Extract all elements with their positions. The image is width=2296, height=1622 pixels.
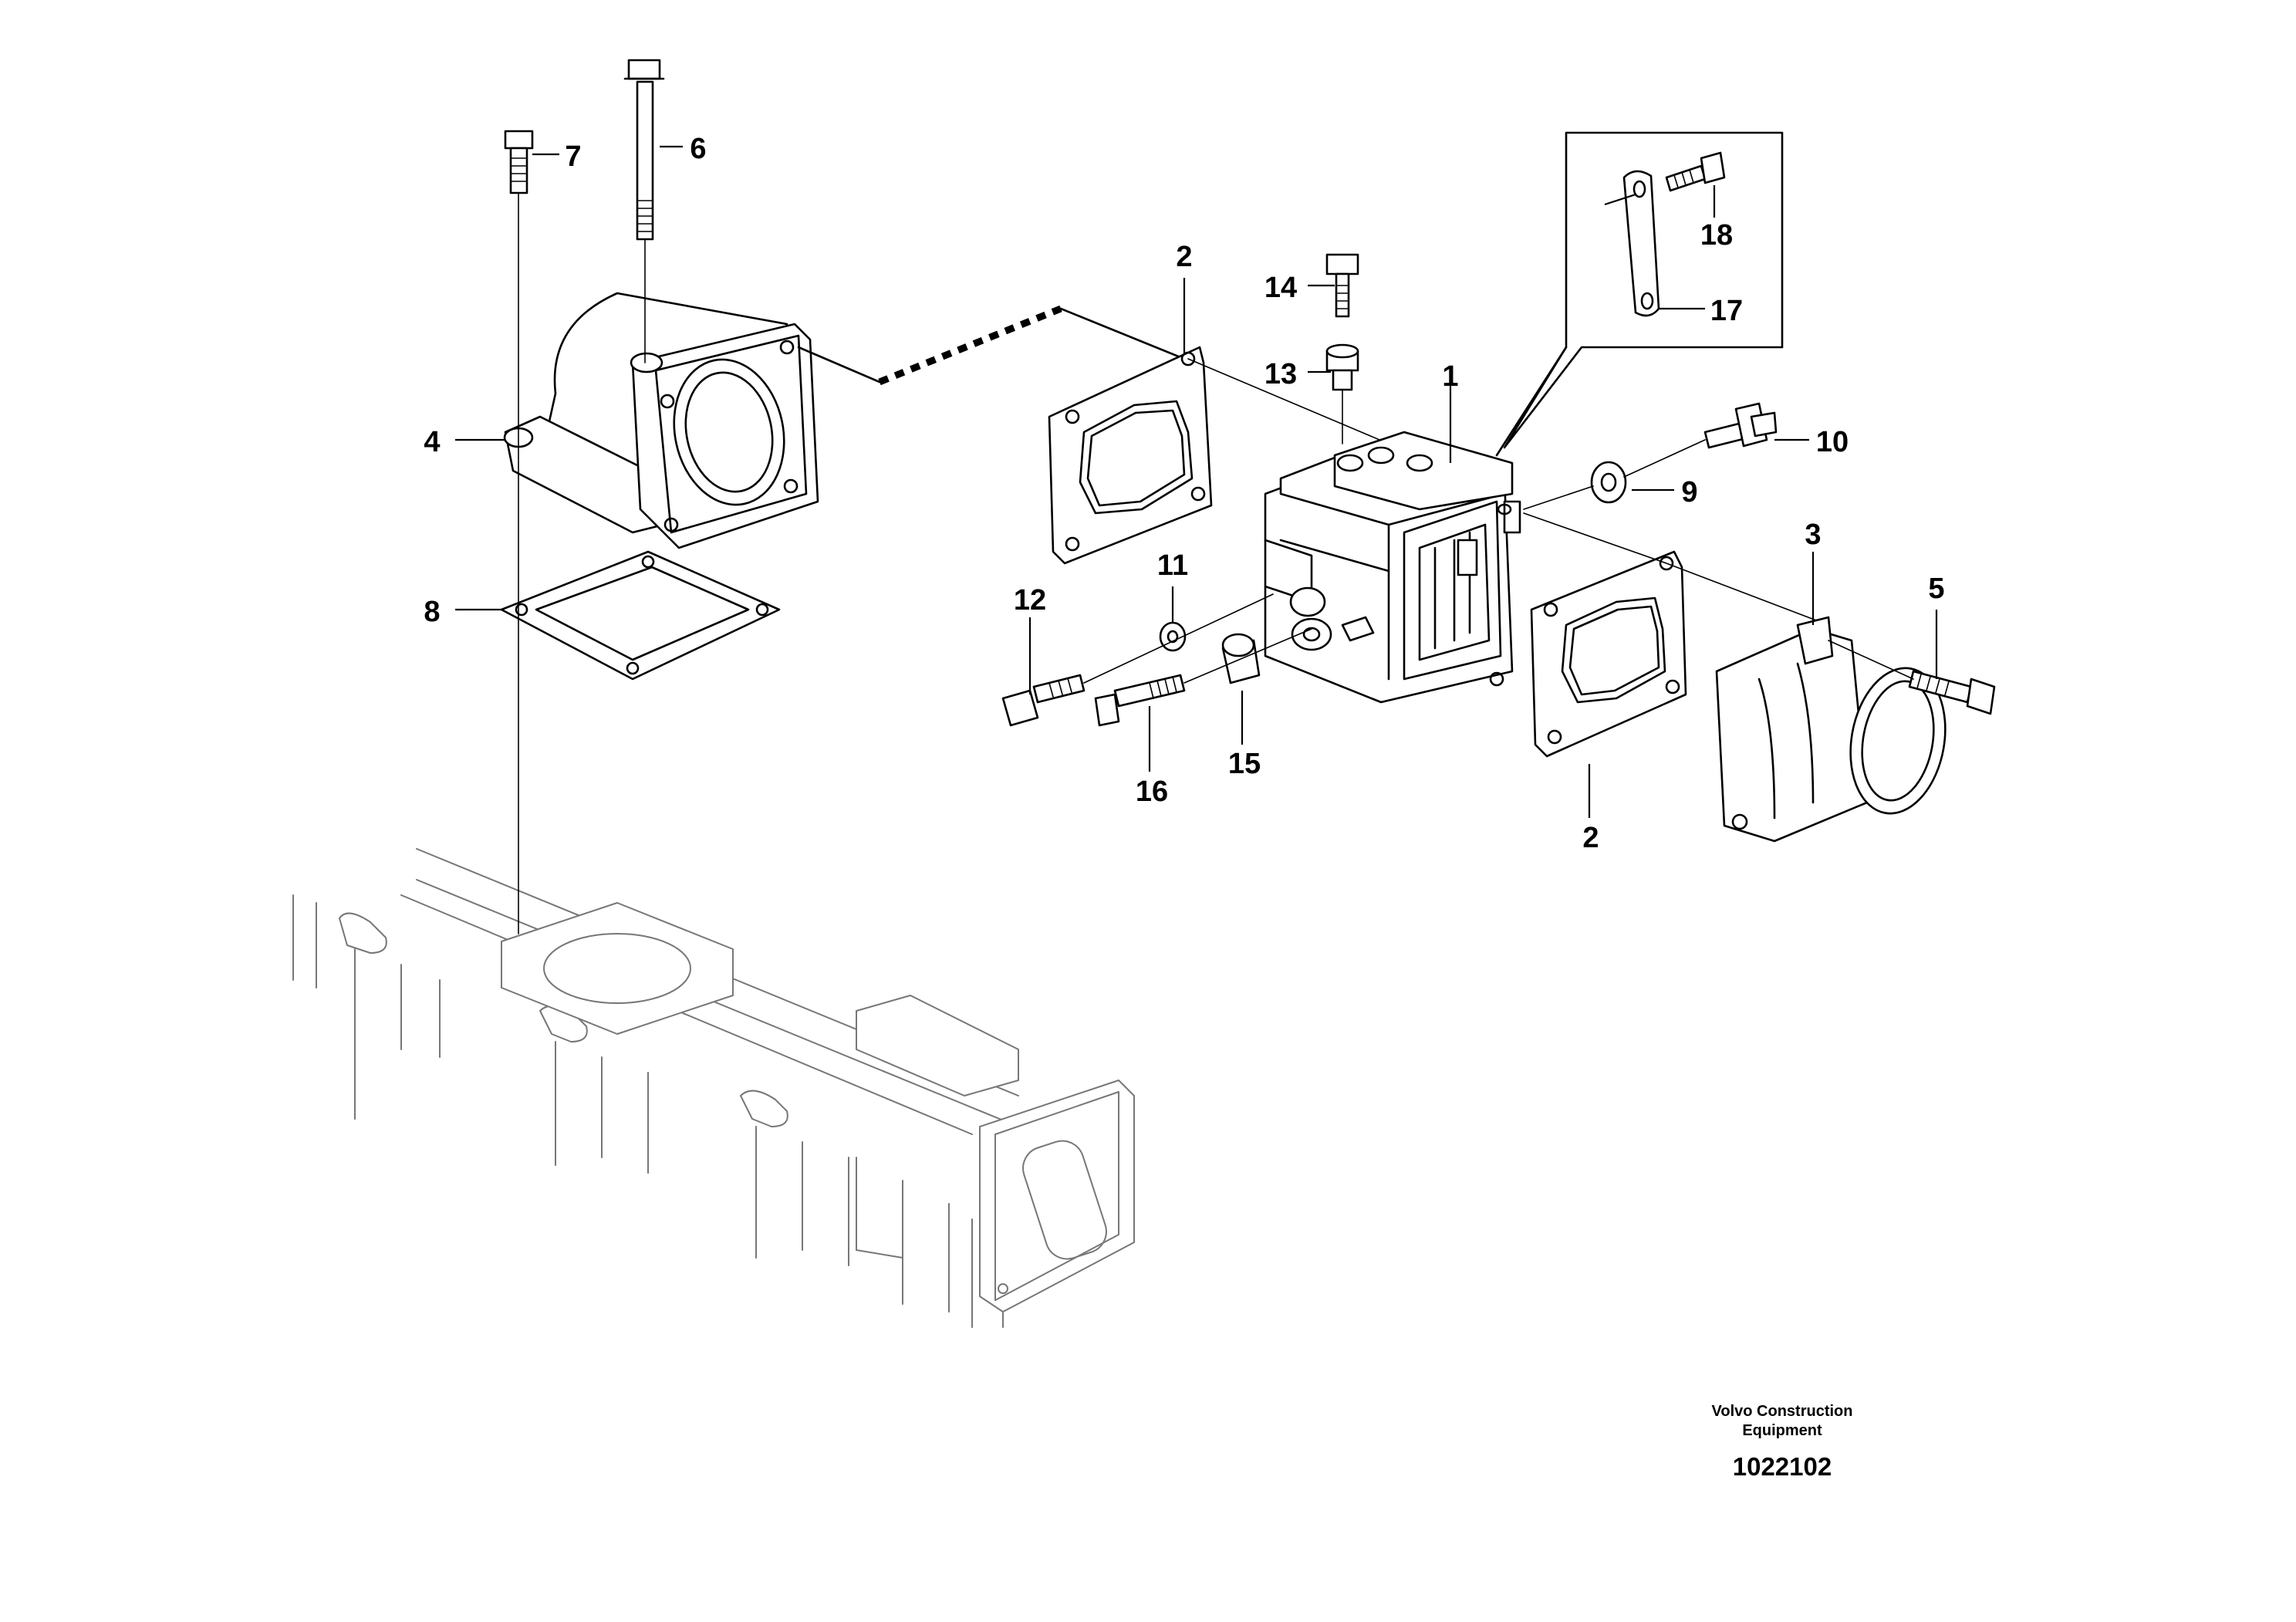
screw-18 bbox=[1665, 151, 1726, 192]
detail-inset bbox=[1495, 131, 1784, 457]
assembly-line-16 bbox=[1183, 628, 1312, 684]
valve-housing bbox=[1264, 431, 1521, 704]
callout-14: 14 bbox=[1264, 272, 1297, 304]
callout-1: 1 bbox=[1442, 360, 1458, 393]
callout-2-left: 2 bbox=[1176, 241, 1192, 273]
callout-4: 4 bbox=[424, 426, 440, 458]
outlet-pipe bbox=[1715, 616, 1947, 843]
bolt-14 bbox=[1325, 253, 1359, 318]
brand-line-2: Equipment bbox=[1742, 1422, 1822, 1439]
gasket-2-left bbox=[1048, 346, 1213, 565]
brand-line-1: Volvo Construction bbox=[1712, 1403, 1853, 1420]
callout-9: 9 bbox=[1681, 476, 1697, 509]
callout-18: 18 bbox=[1700, 219, 1733, 252]
assembly-line-5 bbox=[1828, 640, 1914, 680]
bolt-16 bbox=[1094, 674, 1186, 727]
bolt-6 bbox=[623, 59, 665, 241]
gasket-2-right bbox=[1530, 550, 1687, 758]
callout-17: 17 bbox=[1710, 295, 1743, 327]
spacer-15 bbox=[1221, 633, 1261, 684]
footer: Volvo Construction Equipment 1022102 bbox=[1712, 1403, 1853, 1481]
callout-7: 7 bbox=[565, 140, 581, 173]
dashed-connection-end bbox=[1059, 307, 1186, 360]
bolt-12 bbox=[1001, 674, 1086, 727]
callout-5: 5 bbox=[1928, 573, 1944, 605]
bolt-7 bbox=[504, 130, 534, 194]
callout-13: 13 bbox=[1264, 358, 1297, 390]
callout-10: 10 bbox=[1816, 426, 1849, 458]
drawing-number: 1022102 bbox=[1733, 1452, 1832, 1481]
assembly-line-12 bbox=[1083, 593, 1274, 684]
callout-16: 16 bbox=[1136, 776, 1168, 808]
dashed-connection bbox=[797, 346, 881, 384]
assembly-line-9 bbox=[1523, 439, 1706, 510]
callout-15: 15 bbox=[1228, 748, 1261, 780]
assembly-line-2-right bbox=[1523, 512, 1829, 626]
elbow-pipe bbox=[503, 292, 819, 549]
callout-11: 11 bbox=[1157, 549, 1188, 582]
plug-13 bbox=[1325, 343, 1359, 391]
intake-manifold-background bbox=[292, 848, 1135, 1328]
dashed-hose bbox=[878, 305, 1062, 386]
elbow-gasket bbox=[500, 550, 781, 681]
callout-2-right: 2 bbox=[1582, 822, 1599, 854]
leader-lines bbox=[455, 145, 1938, 818]
callout-12: 12 bbox=[1014, 584, 1046, 617]
callout-6: 6 bbox=[690, 133, 706, 165]
fitting-10 bbox=[1703, 402, 1778, 449]
callout-3: 3 bbox=[1805, 519, 1821, 551]
bolt-5 bbox=[1908, 670, 1996, 715]
nut-9 bbox=[1590, 461, 1627, 504]
assembly-line-2-left bbox=[1187, 358, 1389, 444]
callout-8: 8 bbox=[424, 596, 440, 628]
strap-17 bbox=[1622, 170, 1660, 317]
callouts: 1 2 2 3 4 5 6 7 8 9 10 11 12 13 14 15 16… bbox=[424, 133, 1944, 854]
